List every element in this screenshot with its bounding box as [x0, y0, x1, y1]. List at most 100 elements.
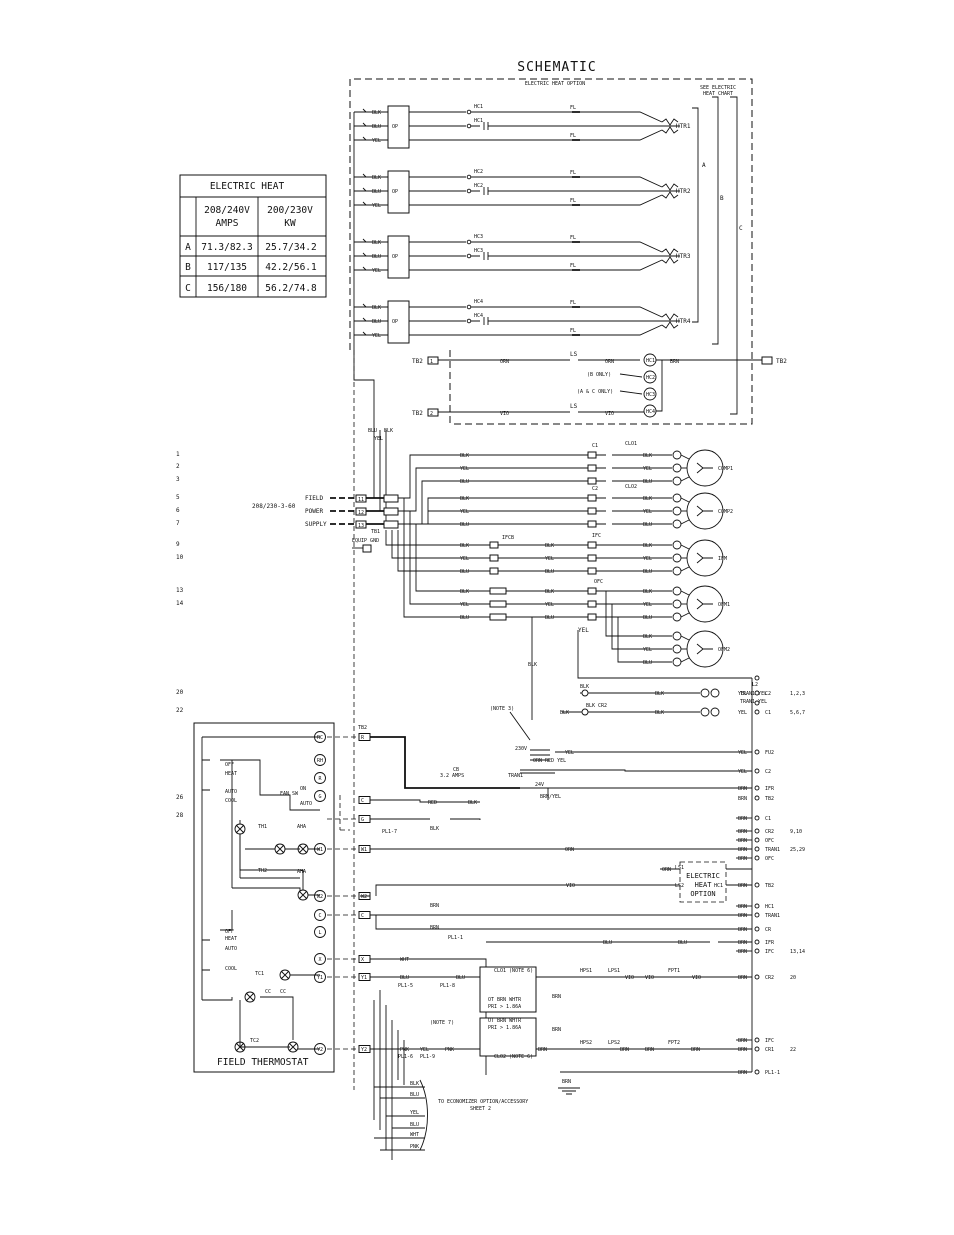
thermostat-terminal-y1	[314, 971, 326, 983]
line-number: 22	[176, 707, 184, 714]
transformer-tran1: (NOTE 3) 230V ORN RED YEL TRAN1 24V YEL …	[404, 706, 752, 800]
wire-label: BLK	[545, 543, 554, 549]
heater-wire-label: YEL	[372, 138, 381, 144]
motor-name: OFM1	[718, 602, 730, 608]
field-terminal-label: W1	[361, 847, 367, 853]
switch-heat-1: HEAT	[225, 771, 237, 777]
rail-device: IFC	[765, 1038, 774, 1044]
wire-label: BLK	[460, 453, 469, 459]
terminal-label: L	[318, 930, 321, 936]
rail-wire: BRN	[738, 816, 747, 822]
svg-text:BLU: BLU	[368, 428, 377, 434]
overload-label: CLO2	[625, 484, 637, 490]
fan-on-label: ON	[300, 786, 306, 792]
heater-wire-label: BLU	[372, 189, 381, 195]
svg-text:VIO: VIO	[566, 883, 575, 889]
svg-text:VIO: VIO	[625, 975, 634, 981]
rail-ref: 25,29	[790, 847, 805, 853]
rail-wire: BRN	[738, 949, 747, 955]
rail-wire: BRN	[738, 847, 747, 853]
fl-label: FL	[570, 105, 576, 111]
heater-wire-label: YEL	[372, 333, 381, 339]
svg-text:BLK: BLK	[384, 428, 393, 434]
heat-row-c-kw: 56.2/74.8	[265, 283, 317, 294]
econ-wire-label: BLU	[410, 1092, 419, 1098]
svg-text:KW: KW	[284, 218, 296, 229]
terminal-label: RH	[317, 758, 323, 764]
fl-label: FL	[570, 300, 576, 306]
econ-note-2: SHEET 2	[470, 1106, 491, 1112]
lps2-label: LPS2	[608, 1040, 620, 1046]
wire-label: BLU	[460, 615, 469, 621]
heater-wire-label: BLK	[372, 305, 381, 311]
heater-wire-label: BLK	[372, 175, 381, 181]
tran1-primary: 230V	[515, 746, 527, 752]
rail-device: TRAN1-YEL	[740, 699, 767, 705]
svg-text:YEL: YEL	[420, 1047, 429, 1053]
heat-row-a-label: A	[185, 242, 191, 253]
field-power-supply: 208/230-3-60 FIELD POWER SUPPLY 11 12 13…	[252, 494, 384, 553]
tb1-label: TB1	[371, 529, 380, 535]
svg-text:13: 13	[358, 523, 364, 529]
svg-text:TRAN1-YEL: TRAN1-YEL	[740, 691, 767, 697]
thermostat-terminal-c	[314, 909, 326, 921]
rail-ref: 13,14	[790, 949, 805, 955]
tb2-label-top: TB2	[412, 358, 423, 365]
electric-heat-option-label: ELECTRIC HEAT OPTION	[525, 81, 585, 87]
heat-row-b-label: B	[185, 262, 191, 273]
electric-heat-option-box	[679, 861, 727, 903]
rail-wire: BRN	[738, 838, 747, 844]
field-thermostat-box	[193, 722, 335, 1073]
wire-label: BLU	[460, 479, 469, 485]
svg-text:11: 11	[358, 497, 364, 503]
tran1-secondary: 24V	[535, 782, 544, 788]
wire-label: BLK	[545, 589, 554, 595]
svg-text:ORN RED YEL: ORN RED YEL	[533, 758, 566, 764]
rail-ref: 22	[790, 1047, 796, 1053]
svg-text:VIO: VIO	[500, 411, 509, 417]
overload-label: CLO1	[625, 441, 637, 447]
wire-label: YEL	[460, 466, 469, 472]
line-number: 1	[176, 451, 180, 458]
rail-wire: BRN	[738, 829, 747, 835]
svg-text:PNK: PNK	[445, 1047, 454, 1053]
rail-wire: BRN	[738, 1038, 747, 1044]
cc-label-2: CC	[280, 989, 286, 995]
svg-text:PRI > 1.86A: PRI > 1.86A	[488, 1004, 521, 1010]
heat-table-title: ELECTRIC HEAT	[210, 181, 285, 192]
op-block	[387, 170, 410, 214]
econ-wire-label: WHT	[410, 1132, 419, 1138]
svg-text:YEL: YEL	[565, 750, 574, 756]
line-number: 26	[176, 794, 184, 801]
wire-label: BLK	[460, 589, 469, 595]
svg-text:VIO: VIO	[645, 975, 654, 981]
switch-cool-2: COOL	[225, 966, 237, 972]
svg-text:BLK: BLK	[655, 710, 664, 716]
hc-label-mid: HC3	[474, 248, 483, 254]
rail-device: CR2	[765, 975, 774, 981]
tc1-label: TC1	[255, 971, 264, 977]
rail-device: PL1-1	[765, 1070, 780, 1076]
contactor-label: OFC	[594, 579, 603, 585]
econ-wire-label: PNK	[410, 1144, 419, 1150]
wire-label: BLU	[643, 522, 652, 528]
econ-note-1: TO ECONOMIZER OPTION/ACCESSORY	[438, 1099, 528, 1105]
clo1-label: CLO1 (NOTE 6)	[494, 968, 533, 974]
tb2-label-bottom: TB2	[412, 410, 423, 417]
line-number: 2	[176, 463, 180, 470]
rail-wire: YEL	[738, 750, 747, 756]
rail-wire: BRN	[738, 904, 747, 910]
rail-wire: BRN	[738, 883, 747, 889]
